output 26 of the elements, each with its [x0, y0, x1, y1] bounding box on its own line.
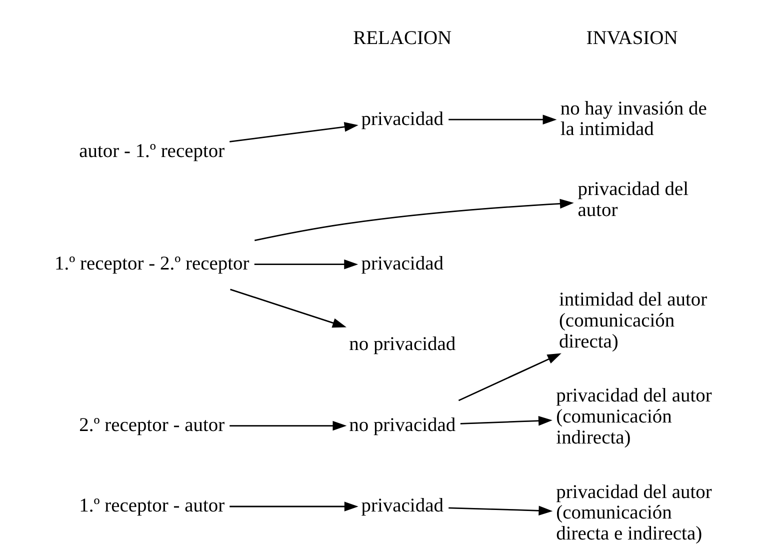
arrow	[458, 353, 562, 402]
node-text: 1.º receptor - autor	[79, 496, 225, 517]
node-text: no privacidad	[349, 334, 456, 356]
arrow	[230, 122, 358, 142]
node-text: intimidad del autor (comunicación directa)	[558, 290, 708, 352]
arrow	[230, 288, 346, 328]
arrow	[254, 198, 574, 242]
node-text: privacidad	[361, 253, 444, 274]
node-text: privacidad	[361, 108, 444, 130]
label: INVASION	[586, 28, 678, 50]
arrow	[230, 502, 358, 512]
arrow	[448, 114, 557, 124]
node-text: privacidad	[361, 496, 444, 517]
node-text: privacidad del autor	[578, 179, 689, 221]
node-text: no hay invasión de la intimidad	[560, 98, 707, 140]
arrow	[230, 420, 347, 431]
node-text: no privacidad	[349, 414, 456, 436]
arrow	[460, 416, 552, 426]
label: RELACION	[353, 28, 452, 50]
arrow	[254, 259, 358, 270]
node-text: 2.º receptor - autor	[79, 414, 225, 436]
node-text: autor - 1.º receptor	[79, 140, 225, 162]
node-text: 1.º receptor - 2.º receptor	[54, 253, 250, 274]
node-text: privacidad del autor (comunicación directa e indirecta)	[556, 482, 712, 544]
node-text: privacidad del autor (comunicación indirecta)	[556, 386, 712, 448]
arrow	[448, 506, 553, 516]
